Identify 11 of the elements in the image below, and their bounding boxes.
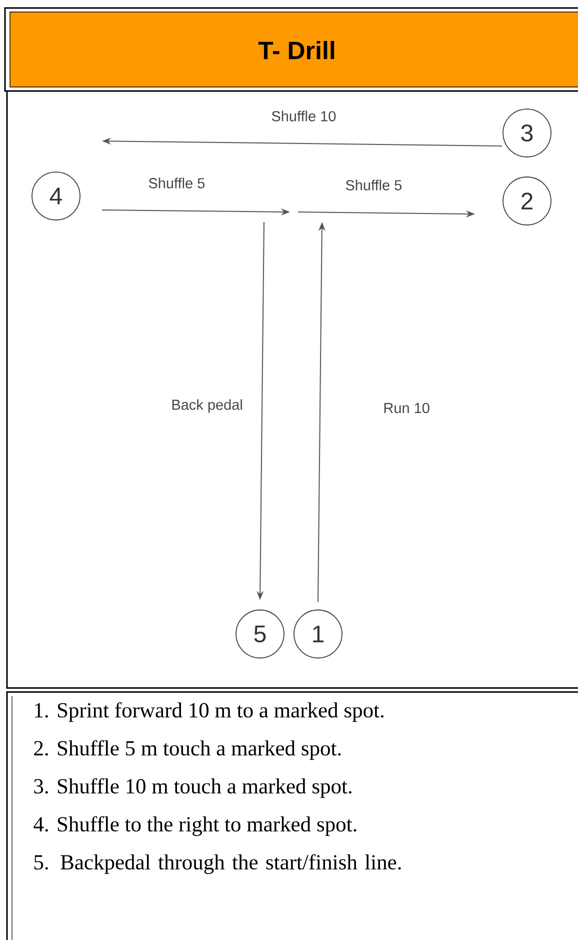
instruction-text: 2. Shuffle 5 m touch a marked spot. — [34, 740, 341, 760]
edge-label: Back pedal — [172, 399, 242, 413]
instruction-text: 5. Backpedal through the start/finish line. — [34, 854, 401, 874]
edge-label: Shuffle 5 — [346, 180, 402, 190]
instruction-text: 1. Sprint forward 10 m to a marked spot. — [35, 702, 384, 722]
edge-label: Shuffle 5 — [148, 178, 205, 188]
edge-label: Shuffle 10 — [272, 110, 336, 122]
title-banner: T- Drill — [4, 7, 578, 92]
edge-label: Run 10 — [384, 402, 430, 414]
instruction-text: 3. Shuffle 10 m touch a marked spot. — [34, 778, 352, 798]
instruction-text: 4. Shuffle to the right to marked spot. — [34, 816, 356, 836]
